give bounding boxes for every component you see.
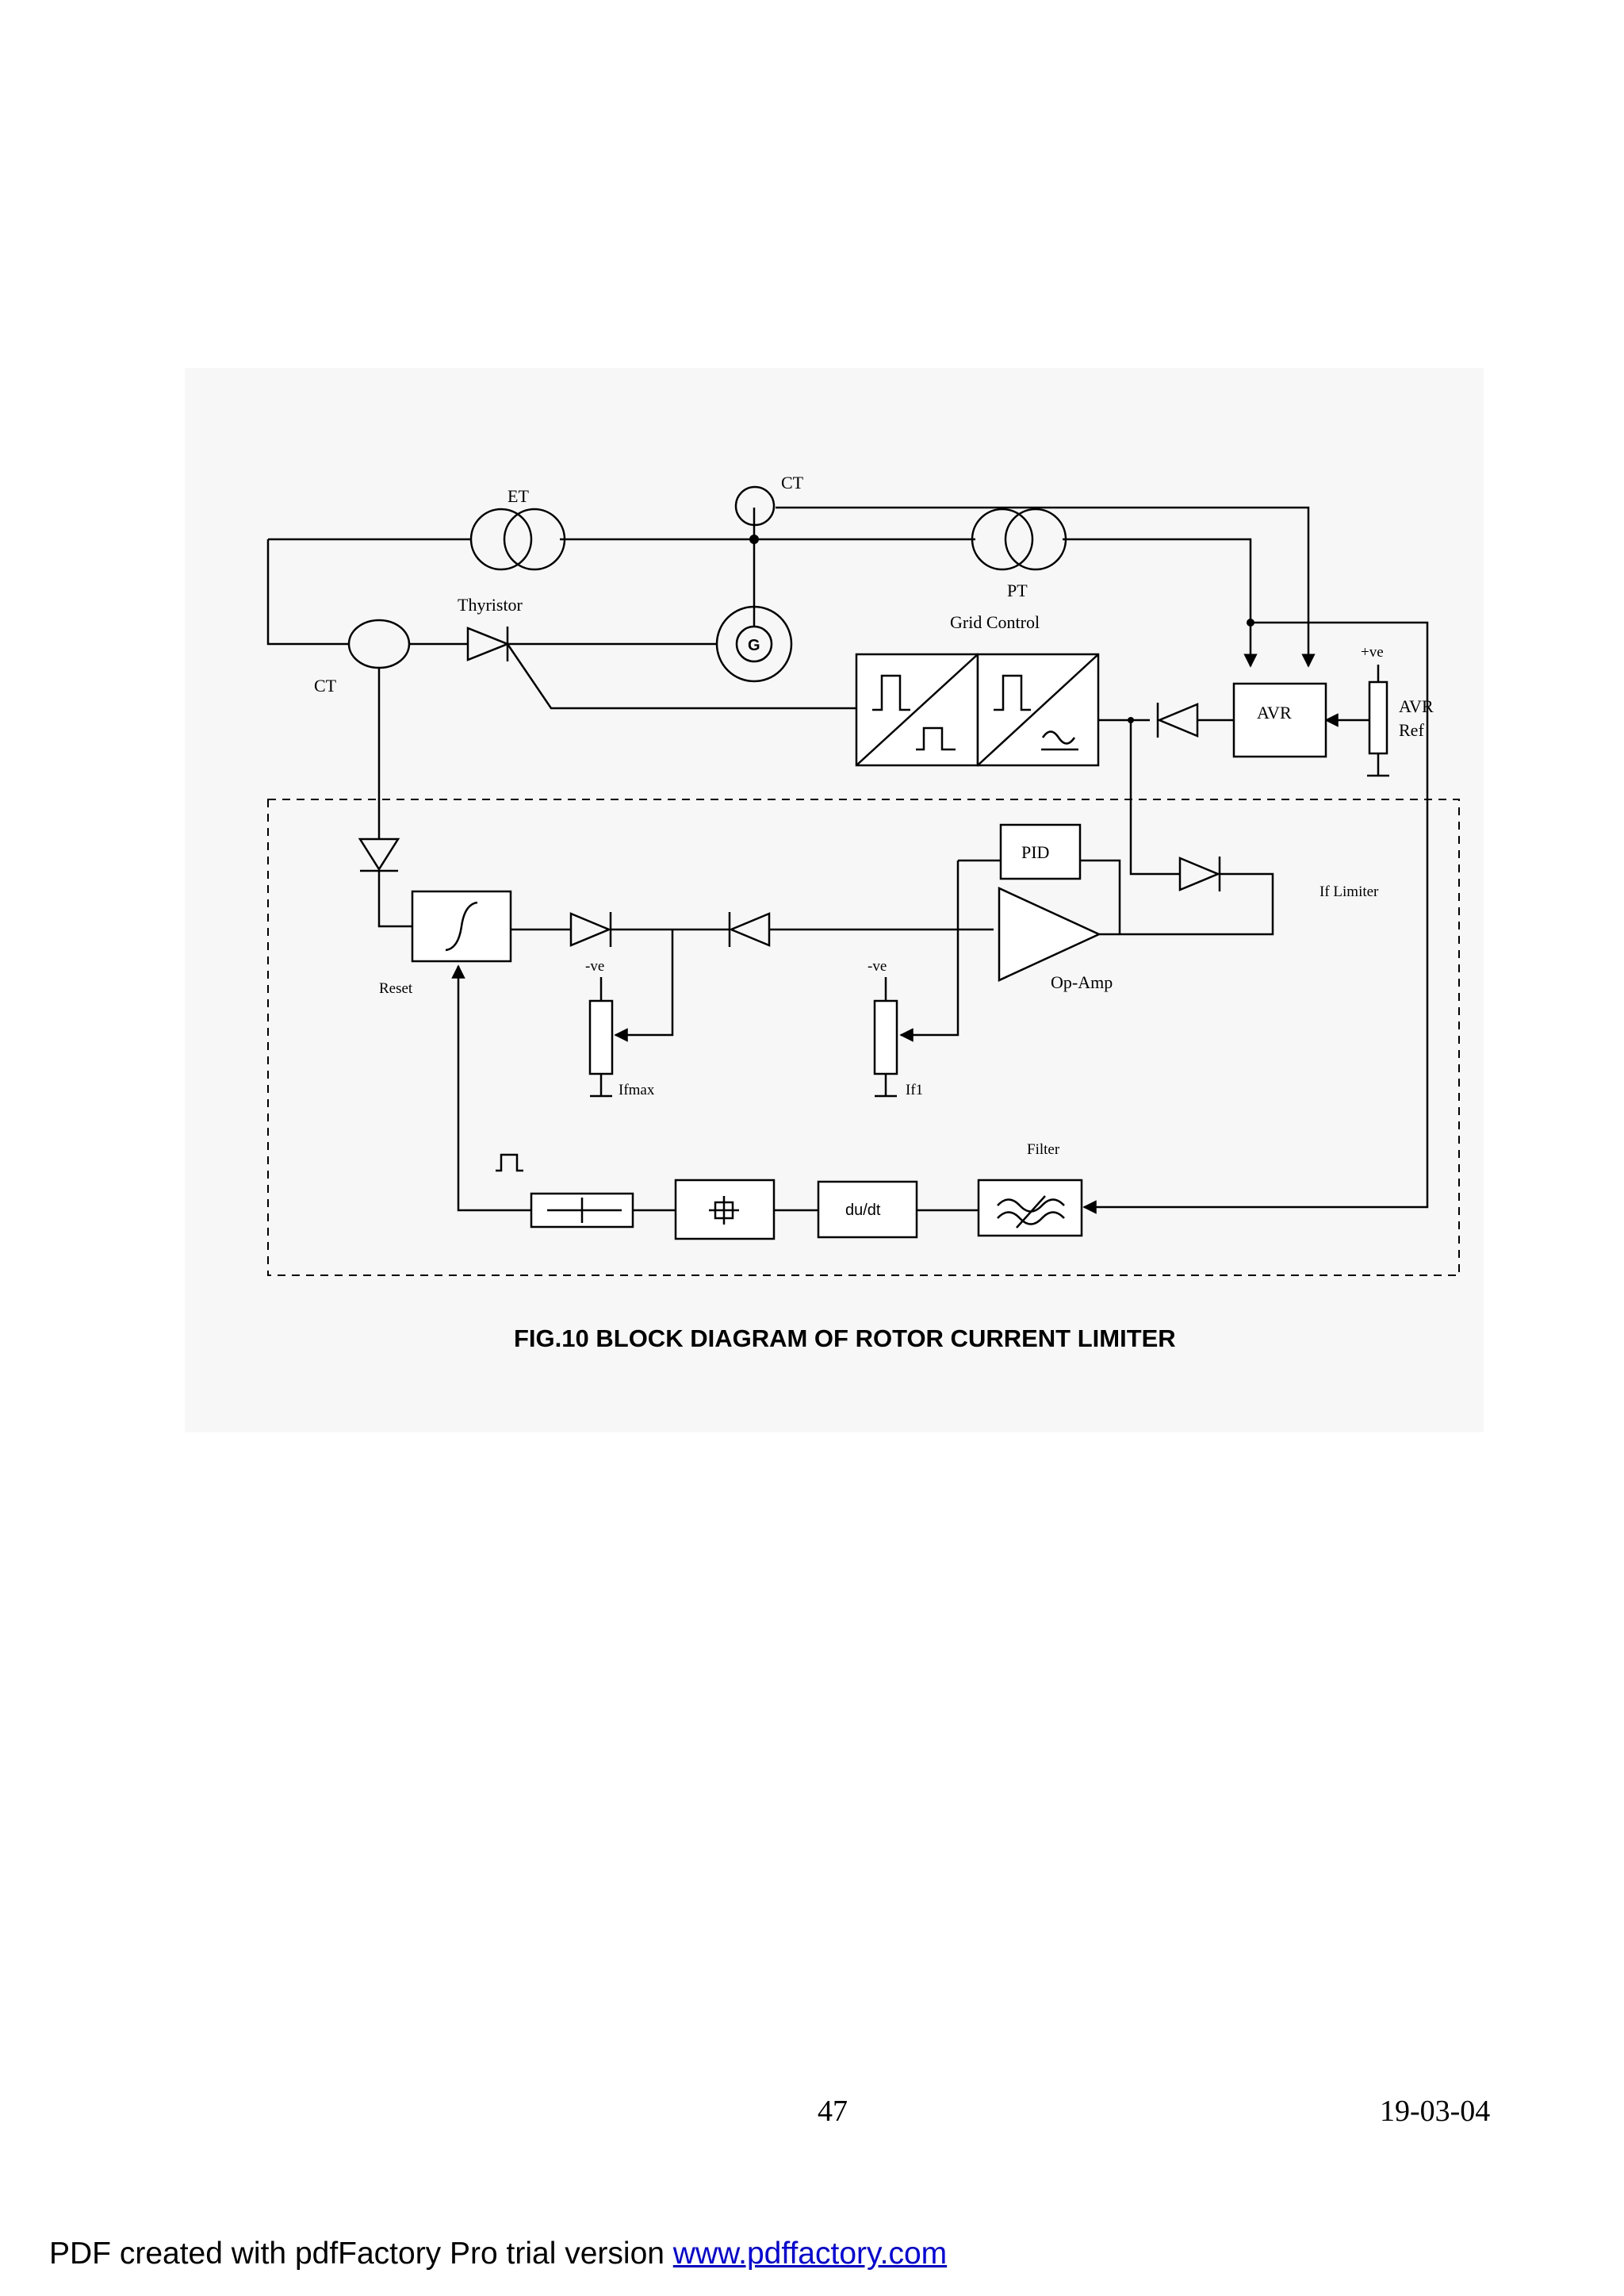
wire-ct-to-avr (776, 506, 1316, 668)
footer-date: 19-03-04 (1380, 2095, 1491, 2128)
integrator-block (411, 890, 512, 963)
avr-ref-potentiometer (1368, 680, 1388, 755)
diode-opamp-symbol (728, 912, 771, 947)
junction-dot (749, 535, 759, 544)
avr-ref-label-2: Ref (1399, 720, 1424, 740)
page-number: 47 (818, 2095, 848, 2128)
grid-control-label: Grid Control (950, 612, 1040, 632)
ifmax-potentiometer (588, 999, 614, 1075)
diode-avr-symbol (1156, 703, 1199, 738)
sample-hold-block (674, 1179, 776, 1240)
generator-label: G (748, 637, 760, 654)
pdffactory-link[interactable]: www.pdffactory.com (672, 2237, 948, 2271)
pt-label: PT (1007, 581, 1028, 600)
diode-ifmax-symbol (569, 912, 612, 947)
minus-ve-label-1: -ve (585, 958, 604, 975)
filter-block (977, 1179, 1083, 1237)
timer-block (530, 1192, 634, 1228)
wire-reset-feedback (451, 964, 531, 1212)
avr-label: AVR (1257, 703, 1292, 723)
diagram-panel: ET CT PT Grid Control G CT Thyristor (185, 368, 1484, 1432)
filter-label: Filter (1027, 1141, 1060, 1158)
generator-symbol (715, 605, 793, 683)
et-label: ET (508, 486, 529, 506)
wire-if1-tap (899, 861, 959, 1042)
if1-label: If1 (906, 1082, 923, 1098)
wire-left-loop (266, 539, 349, 646)
thyristor-symbol (466, 627, 511, 661)
ct-top-symbol (734, 485, 776, 527)
plus-ve-label: +ve (1361, 644, 1384, 661)
wire-pt-to-avr (1063, 538, 1258, 668)
ct-top-label: CT (781, 473, 804, 493)
pdf-banner: PDF created with pdfFactory Pro trial ve… (49, 2237, 947, 2271)
ct-left-symbol (347, 619, 411, 669)
if-limiter-label: If Limiter (1320, 884, 1379, 900)
wire-feedback-right (1082, 621, 1429, 1214)
ct-left-label: CT (314, 676, 337, 696)
wire-limiter-to-grid (1129, 720, 1180, 876)
grid-control-block (855, 653, 1100, 767)
dudt-label: du/dt (845, 1202, 881, 1219)
avr-ref-label-1: AVR (1399, 696, 1434, 716)
wire-avr-ref (1367, 665, 1389, 777)
minus-ve-label-2: -ve (868, 958, 887, 975)
wire-rectifier-to-integrator (377, 871, 412, 928)
if-limiter-enclosure (267, 799, 1460, 1276)
pulse-symbol (496, 1153, 523, 1172)
junction-dot (1247, 619, 1254, 627)
rectifier-diode-symbol (358, 838, 400, 872)
pt-transformer (971, 508, 1067, 571)
wire-pid-loop (958, 859, 1121, 934)
wire-thyristor-gate (506, 643, 856, 710)
op-amp-symbol (998, 887, 1101, 982)
thyristor-label: Thyristor (458, 595, 523, 615)
diode-limiter-symbol (1178, 857, 1221, 891)
ifmax-label: Ifmax (619, 1082, 655, 1098)
if1-potentiometer (873, 999, 898, 1075)
wire-ifmax-tap (614, 930, 674, 1042)
figure-caption: FIG.10 BLOCK DIAGRAM OF ROTOR CURRENT LI… (514, 1324, 1176, 1352)
pdf-banner-text: PDF created with pdfFactory Pro trial ve… (49, 2237, 673, 2271)
reset-label: Reset (379, 980, 413, 997)
block-diagram: ET CT PT Grid Control G CT Thyristor (266, 473, 1460, 1352)
op-amp-label: Op-Amp (1051, 972, 1113, 992)
wire-if1-pot (875, 977, 897, 1098)
pid-label: PID (1021, 842, 1049, 862)
et-transformer (469, 508, 566, 571)
wire-ifmax-pot (590, 977, 612, 1098)
wire-opamp-out (1099, 872, 1274, 936)
avr-block (1232, 682, 1327, 758)
pid-block (999, 823, 1082, 880)
junction-dot (1128, 717, 1134, 723)
